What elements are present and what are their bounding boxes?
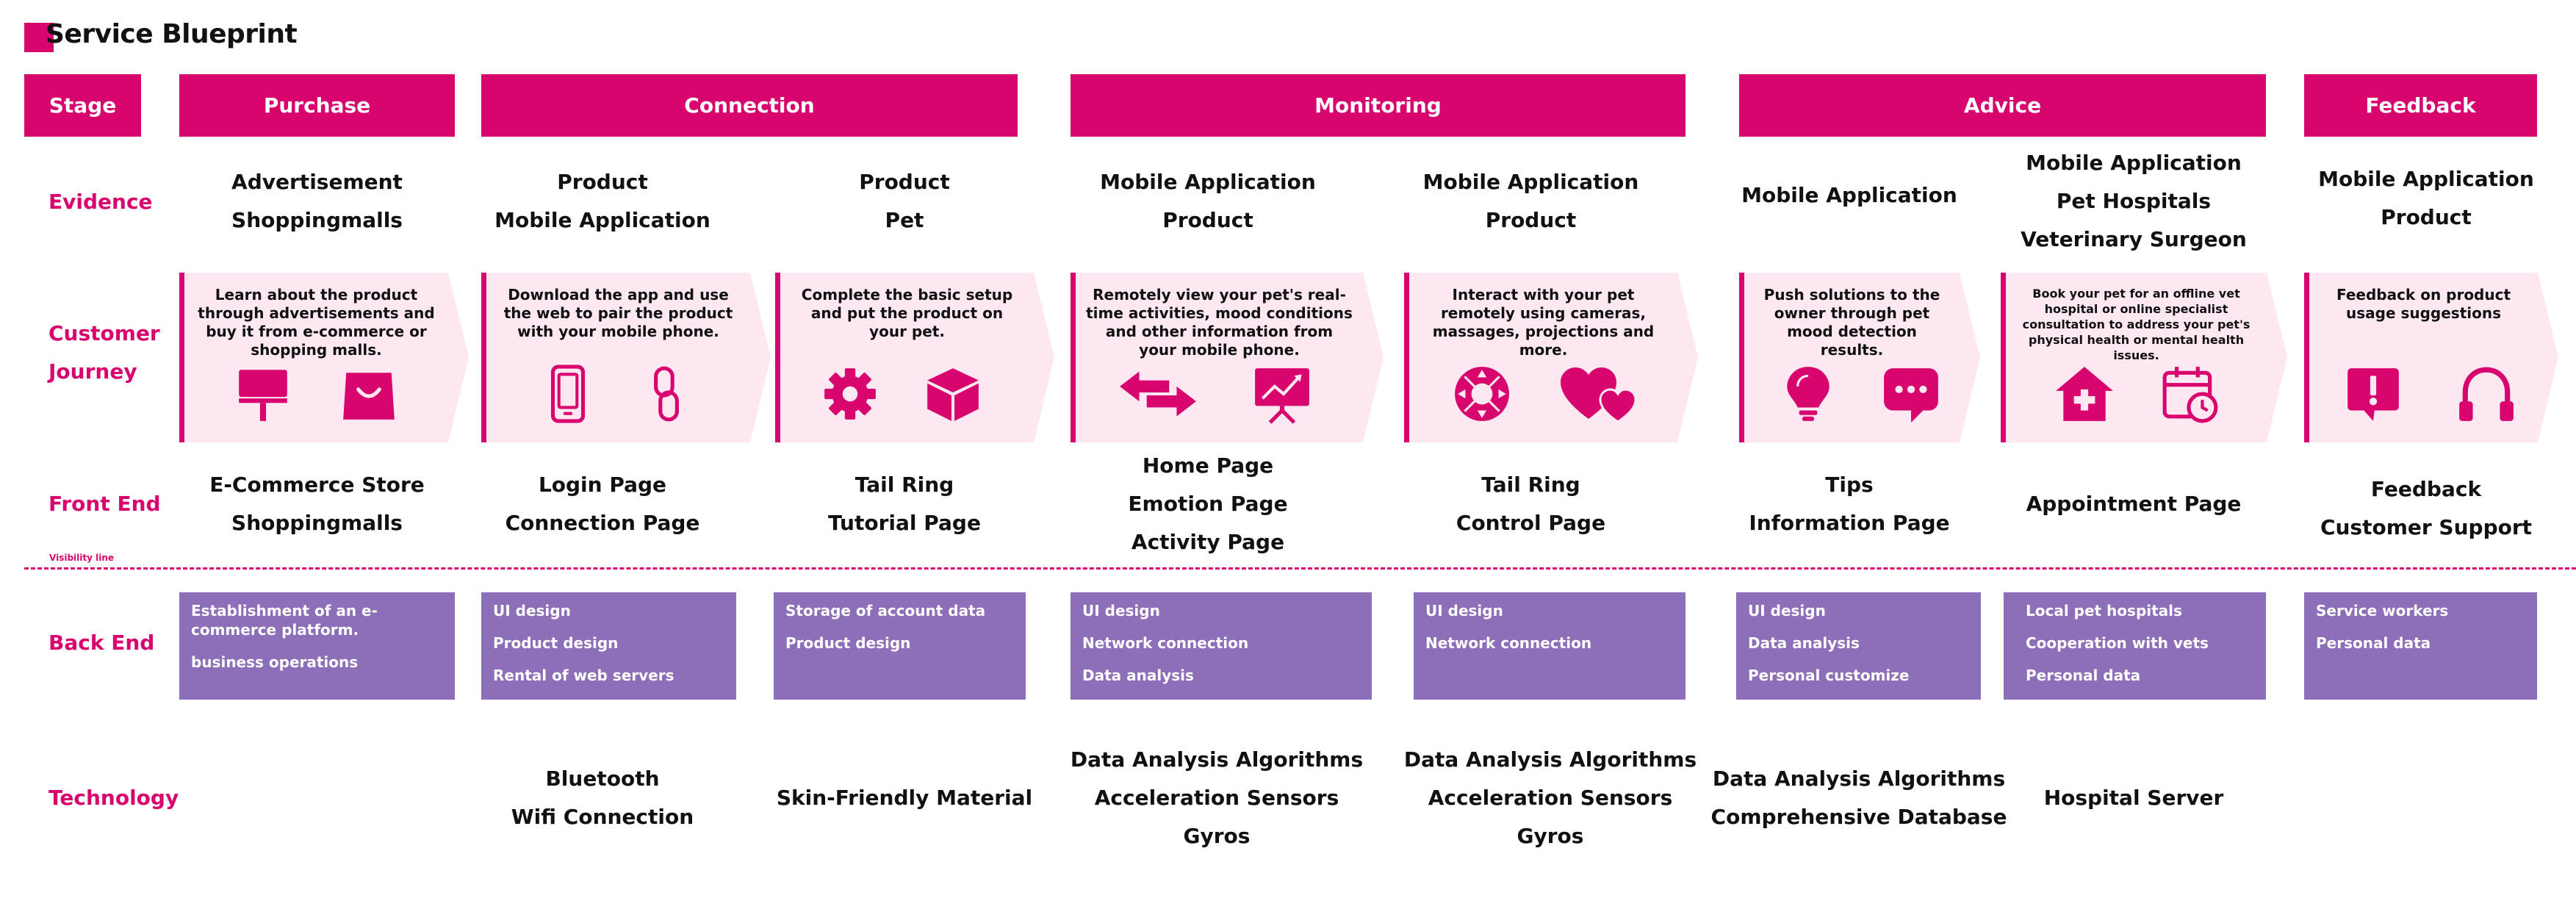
lightbulb-icon (1787, 367, 1830, 421)
hospital-icon (2056, 367, 2113, 421)
journey-card-connection-pair: Download the app and use the web to pair… (481, 273, 771, 442)
stage-connection: Connection (481, 74, 1018, 137)
stage-feedback: Feedback (2304, 74, 2537, 137)
link-icon (654, 366, 679, 422)
gamepad-icon (1455, 367, 1509, 421)
back-end-cell: UI design Network connection (1414, 592, 1685, 700)
row-label-evidence: Evidence (48, 190, 153, 214)
stage-purchase: Purchase (179, 74, 455, 137)
technology-cell: Skin-Friendly Material (776, 786, 1033, 810)
stage-label: Stage (24, 74, 141, 137)
back-end-cell: Service workers Personal data (2304, 592, 2537, 700)
front-end-cell: Appointment Page (2026, 492, 2242, 516)
stage-advice: Advice (1739, 74, 2266, 137)
journey-card-purchase: Learn about the product through advertis… (179, 273, 469, 442)
chart-board-icon (1255, 368, 1309, 424)
journey-card-advice-tips: Push solutions to the owner through pet … (1739, 273, 1980, 442)
visibility-line (24, 567, 2576, 570)
technology-cell: Hospital Server (2043, 786, 2224, 810)
row-label-customer-journey: Customer Journey (48, 321, 160, 384)
box-icon (927, 368, 979, 421)
alert-message-icon (2347, 368, 2399, 421)
visibility-line-label: Visibility line (49, 553, 115, 563)
stage-monitoring: Monitoring (1071, 74, 1685, 137)
journey-card-advice-booking: Book your pet for an offline vet hospita… (2001, 273, 2287, 442)
calendar-clock-icon (2162, 367, 2218, 423)
back-end-cell: UI design Product design Rental of web s… (481, 592, 736, 700)
chat-bubble-icon (1884, 368, 1938, 423)
journey-card-monitoring-interact: Interact with your pet remotely using ca… (1404, 273, 1698, 442)
evidence-cell: Mobile Application (1741, 183, 1957, 207)
exchange-arrows-icon (1120, 371, 1196, 417)
title-mark (24, 23, 54, 52)
back-end-cell: UI design Network connection Data analys… (1071, 592, 1372, 700)
row-label-back-end: Back End (48, 631, 155, 655)
journey-card-feedback: Feedback on product usage suggestions (2304, 273, 2558, 442)
back-end-cell: Establishment of an e-commerce platform.… (179, 592, 455, 700)
headset-icon (2459, 367, 2514, 421)
row-label-technology: Technology (48, 786, 179, 810)
back-end-cell: Local pet hospitals Cooperation with vet… (2004, 592, 2266, 700)
row-label-front-end: Front End (48, 492, 161, 516)
page-title: Service Blueprint (46, 19, 298, 49)
billboard-icon (239, 370, 287, 421)
back-end-cell: Storage of account data Product design (774, 592, 1026, 700)
hearts-icon (1561, 367, 1637, 423)
back-end-cell: UI design Data analysis Personal customi… (1736, 592, 1981, 700)
journey-card-monitoring-view: Remotely view your pet's real-time activ… (1071, 273, 1384, 442)
journey-card-connection-setup: Complete the basic setup and put the pro… (775, 273, 1054, 442)
gear-icon (824, 368, 876, 420)
shopping-bag-icon (343, 373, 395, 420)
smartphone-icon (550, 365, 586, 423)
